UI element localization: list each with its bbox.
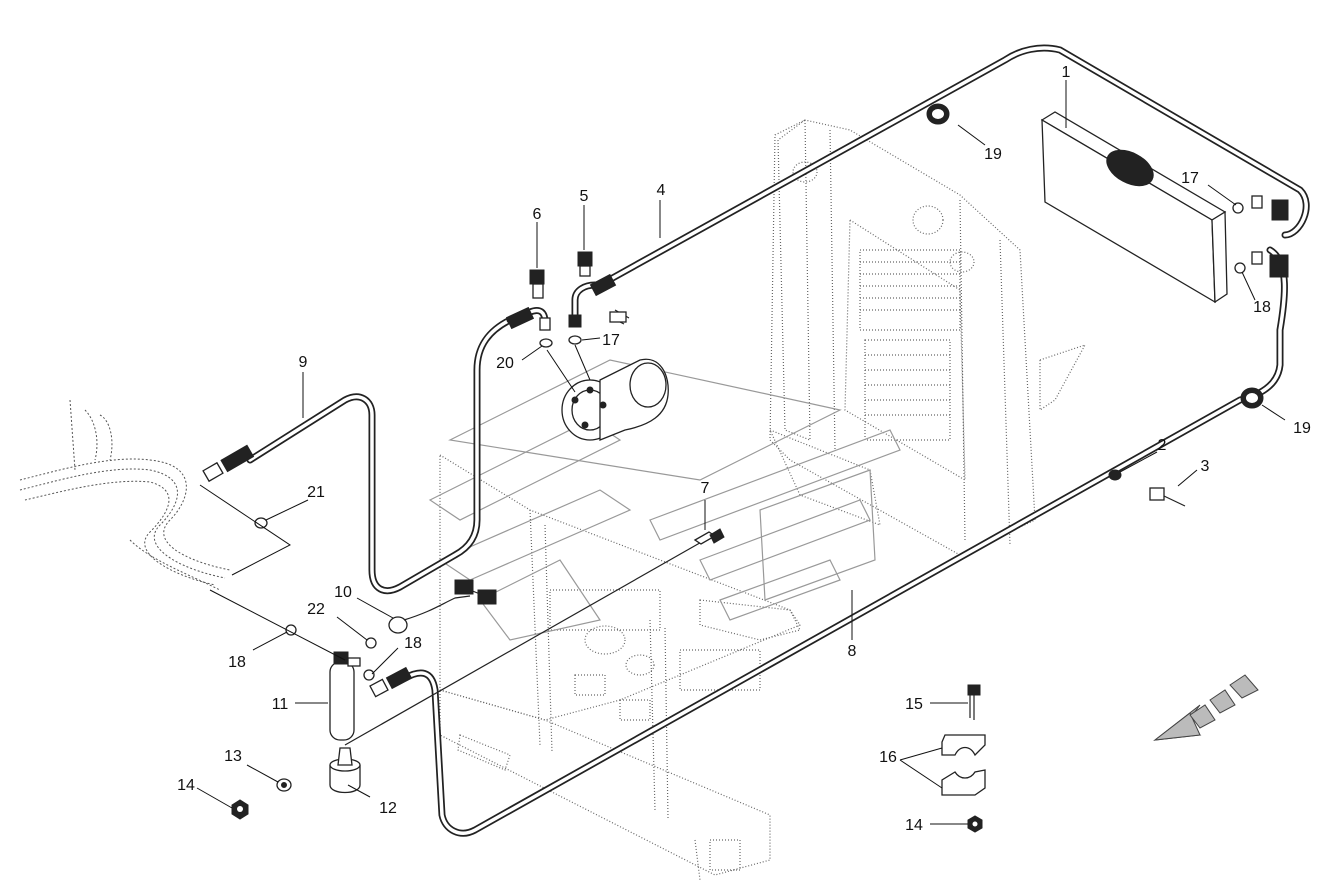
watermark-logo bbox=[428, 359, 901, 641]
o-ring-17-compressor bbox=[568, 335, 582, 345]
drier-bracket bbox=[329, 747, 361, 794]
clamp-set bbox=[941, 684, 986, 833]
radiator-core-lower bbox=[864, 339, 951, 441]
label-22: 22 bbox=[307, 601, 325, 618]
line-7 bbox=[344, 528, 725, 746]
o-ring-18-drier bbox=[363, 669, 375, 681]
label-7: 7 bbox=[701, 480, 710, 497]
front-direction-arrow-icon bbox=[1153, 674, 1259, 741]
label-17-compressor: 17 bbox=[602, 332, 620, 349]
label-16: 16 bbox=[879, 749, 897, 766]
fitting-17-compressor bbox=[568, 314, 582, 328]
receiver-drier bbox=[329, 651, 361, 741]
label-21: 21 bbox=[307, 484, 325, 501]
label-5: 5 bbox=[580, 188, 589, 205]
label-18-condenser: 18 bbox=[1253, 299, 1271, 316]
label-18-drier: 18 bbox=[404, 635, 422, 652]
o-ring-17-condenser bbox=[1232, 202, 1244, 214]
pipe-fittings bbox=[202, 195, 1289, 698]
o-ring-20 bbox=[539, 338, 553, 348]
label-6: 6 bbox=[533, 206, 542, 223]
label-11: 11 bbox=[272, 696, 289, 713]
label-9: 9 bbox=[299, 354, 308, 371]
leader-lines bbox=[196, 80, 1286, 825]
compressor bbox=[561, 309, 669, 441]
pipe-4 bbox=[596, 44, 1310, 289]
part-labels: 1 2 3 4 5 6 7 8 9 10 11 12 13 14 15 16 1… bbox=[177, 64, 1311, 834]
pipe-9 bbox=[246, 316, 514, 595]
cap-5 bbox=[577, 251, 593, 277]
label-4: 4 bbox=[657, 182, 666, 199]
pressure-switch bbox=[388, 579, 497, 634]
grommet-19-top bbox=[926, 103, 950, 125]
grommet-19-right bbox=[1240, 387, 1264, 409]
pipe-8 bbox=[401, 246, 1288, 837]
label-8: 8 bbox=[848, 643, 857, 660]
o-ring-22 bbox=[365, 637, 377, 649]
label-20: 20 bbox=[496, 355, 514, 372]
label-14-right: 14 bbox=[905, 817, 923, 834]
radiator-core-upper bbox=[859, 249, 961, 331]
o-ring-18-condenser bbox=[1234, 262, 1246, 274]
label-3: 3 bbox=[1201, 458, 1210, 475]
condenser bbox=[1040, 111, 1228, 304]
label-10: 10 bbox=[334, 584, 352, 601]
label-17-condenser: 17 bbox=[1181, 170, 1199, 187]
label-18-left: 18 bbox=[228, 654, 246, 671]
valve-block bbox=[549, 589, 761, 721]
label-2: 2 bbox=[1158, 437, 1167, 454]
washer-2 bbox=[1108, 469, 1122, 481]
fitting-20 bbox=[539, 317, 551, 331]
label-19-right: 19 bbox=[1293, 420, 1311, 437]
cap-6 bbox=[529, 269, 545, 299]
label-15: 15 bbox=[905, 696, 923, 713]
label-1: 1 bbox=[1062, 64, 1071, 81]
o-ring-21 bbox=[254, 517, 268, 529]
label-14-left: 14 bbox=[177, 777, 195, 794]
bolt-3 bbox=[1149, 487, 1186, 507]
hose-bundle bbox=[19, 399, 231, 591]
label-13: 13 bbox=[224, 748, 242, 765]
label-19-top: 19 bbox=[984, 146, 1002, 163]
nut-14-left bbox=[231, 799, 249, 820]
label-12: 12 bbox=[379, 800, 397, 817]
o-ring-18-left bbox=[285, 624, 297, 636]
